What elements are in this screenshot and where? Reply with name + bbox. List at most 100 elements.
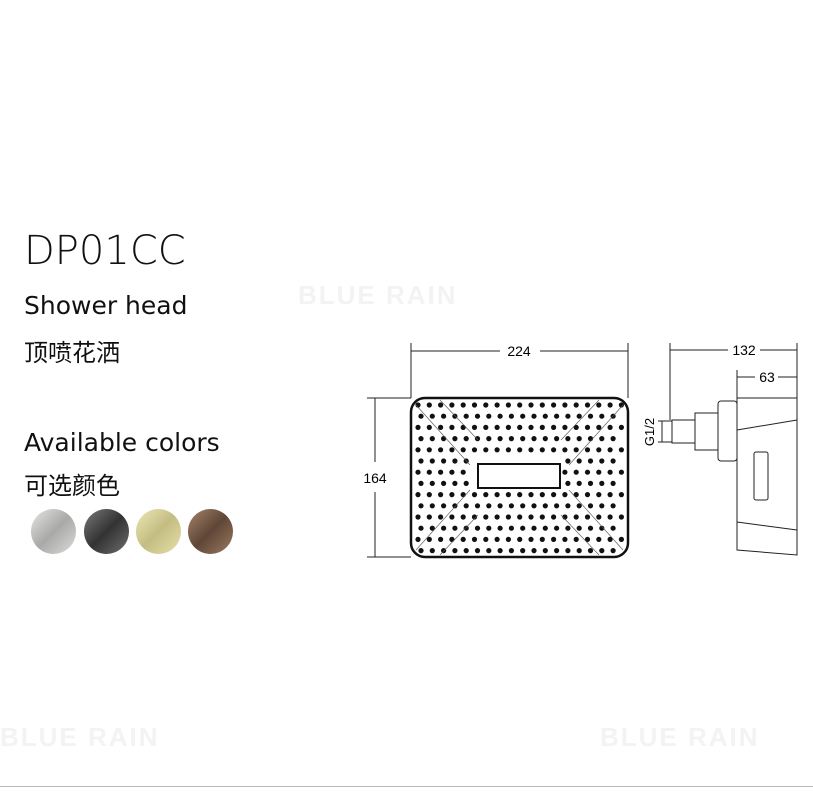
nozzle-dot (531, 413, 537, 419)
nozzle-dot (441, 480, 447, 486)
nozzle-dot (618, 492, 625, 498)
nozzle-dot (576, 503, 582, 509)
nozzle-dot (596, 424, 602, 430)
color-swatch-gunmetal[interactable] (84, 509, 129, 554)
nozzle-dot (573, 492, 579, 498)
nozzle-dot (463, 480, 469, 486)
color-swatch-chrome[interactable] (31, 509, 76, 554)
nozzle-dot (610, 548, 616, 554)
nozzle-dot (449, 536, 455, 543)
nozzle-dot (551, 492, 557, 498)
nozzle-dot (463, 548, 469, 554)
nozzle-dot (539, 536, 545, 543)
nozzle-dot (483, 402, 489, 408)
watermark: BLUE RAIN (600, 722, 760, 752)
nozzle-dot (415, 447, 421, 453)
nozzle-dot (505, 536, 511, 543)
nozzle-dot (426, 536, 432, 543)
nozzle-dot (607, 402, 613, 408)
nozzle-dot (607, 447, 613, 453)
nozzle-dot (508, 548, 514, 554)
nozzle-dot (426, 402, 432, 408)
color-swatch-bronze[interactable] (188, 509, 233, 554)
nozzle-dot (584, 492, 591, 498)
nozzle-dot (486, 503, 492, 509)
nozzle-dot (528, 402, 534, 408)
nozzle-dot (565, 525, 571, 531)
nozzle-dot (607, 536, 613, 543)
watermark: BLUE RAIN (0, 722, 160, 752)
nozzle-dot (449, 424, 455, 430)
nozzle-dot (584, 536, 591, 543)
nozzle-dot (517, 514, 523, 520)
nozzle-dot (520, 436, 526, 442)
width-dimension: 224 (507, 343, 531, 359)
nozzle-dot (565, 503, 571, 509)
nozzle-dot (449, 447, 455, 453)
body-depth-dimension: 63 (759, 369, 775, 385)
nozzle-dot (596, 402, 602, 408)
nozzle-dot (565, 436, 571, 442)
nozzle-dot (452, 436, 458, 442)
nozzle-dot (596, 536, 602, 543)
nozzle-dot (494, 402, 500, 408)
nozzle-dot (486, 548, 492, 554)
nozzle-dot (565, 548, 571, 554)
nozzle-dot (599, 436, 605, 442)
nozzle-dot (539, 447, 545, 453)
nozzle-dot (618, 536, 625, 543)
available-colors-label: Available colors (24, 428, 220, 457)
nozzle-dot (418, 458, 424, 464)
nozzle-dot (452, 458, 458, 464)
nozzle-dot (587, 548, 594, 554)
height-dimension: 164 (363, 470, 387, 486)
nozzle-dot (505, 447, 511, 453)
nozzle-dot (415, 424, 421, 430)
nozzle-dot (576, 458, 582, 464)
nozzle-dot (438, 469, 444, 475)
nozzle-dot (474, 413, 481, 419)
nozzle-dot (587, 413, 594, 419)
nozzle-dot (415, 492, 421, 498)
nozzle-dot (452, 413, 458, 419)
color-swatch-gold[interactable] (136, 509, 181, 554)
nozzle-dot (415, 402, 421, 408)
nozzle-dot (429, 480, 435, 486)
product-type-cn: 顶喷花洒 (24, 339, 120, 367)
nozzle-dot (610, 458, 616, 464)
nozzle-dot (599, 413, 605, 419)
nozzle-dot (438, 447, 444, 453)
model-number: DP01CC (24, 228, 186, 274)
nozzle-dot (554, 525, 560, 531)
nozzle-dot (573, 536, 579, 543)
nozzle-dot (418, 548, 424, 554)
nozzle-dot (429, 458, 435, 464)
nozzle-dot (520, 503, 526, 509)
nozzle-dot (449, 492, 455, 498)
shower-side-view (671, 397, 798, 556)
nozzle-dot (441, 548, 447, 554)
watermark: BLUE RAIN (298, 280, 458, 310)
nozzle-dot (460, 469, 466, 475)
nozzle-dot (415, 514, 421, 520)
nozzle-dot (517, 447, 523, 453)
nozzle-dot (517, 536, 523, 543)
nozzle-dot (486, 436, 492, 442)
nozzle-dot (426, 424, 432, 430)
nozzle-dot (562, 536, 568, 543)
nozzle-dot (562, 402, 568, 408)
nozzle-dot (505, 514, 511, 520)
nozzle-dot (562, 469, 568, 475)
nozzle-dot (551, 536, 557, 543)
nozzle-dot (438, 424, 444, 430)
nozzle-dot (426, 492, 432, 498)
nozzle-dot (494, 447, 500, 453)
nozzle-dot (497, 548, 503, 554)
nozzle-dot (463, 525, 469, 531)
nozzle-dot (607, 492, 613, 498)
nozzle-dot (528, 424, 534, 430)
nozzle-dot (539, 402, 545, 408)
nozzle-dot (539, 424, 545, 430)
nozzle-dot (497, 503, 503, 509)
nozzle-dot (565, 480, 571, 486)
